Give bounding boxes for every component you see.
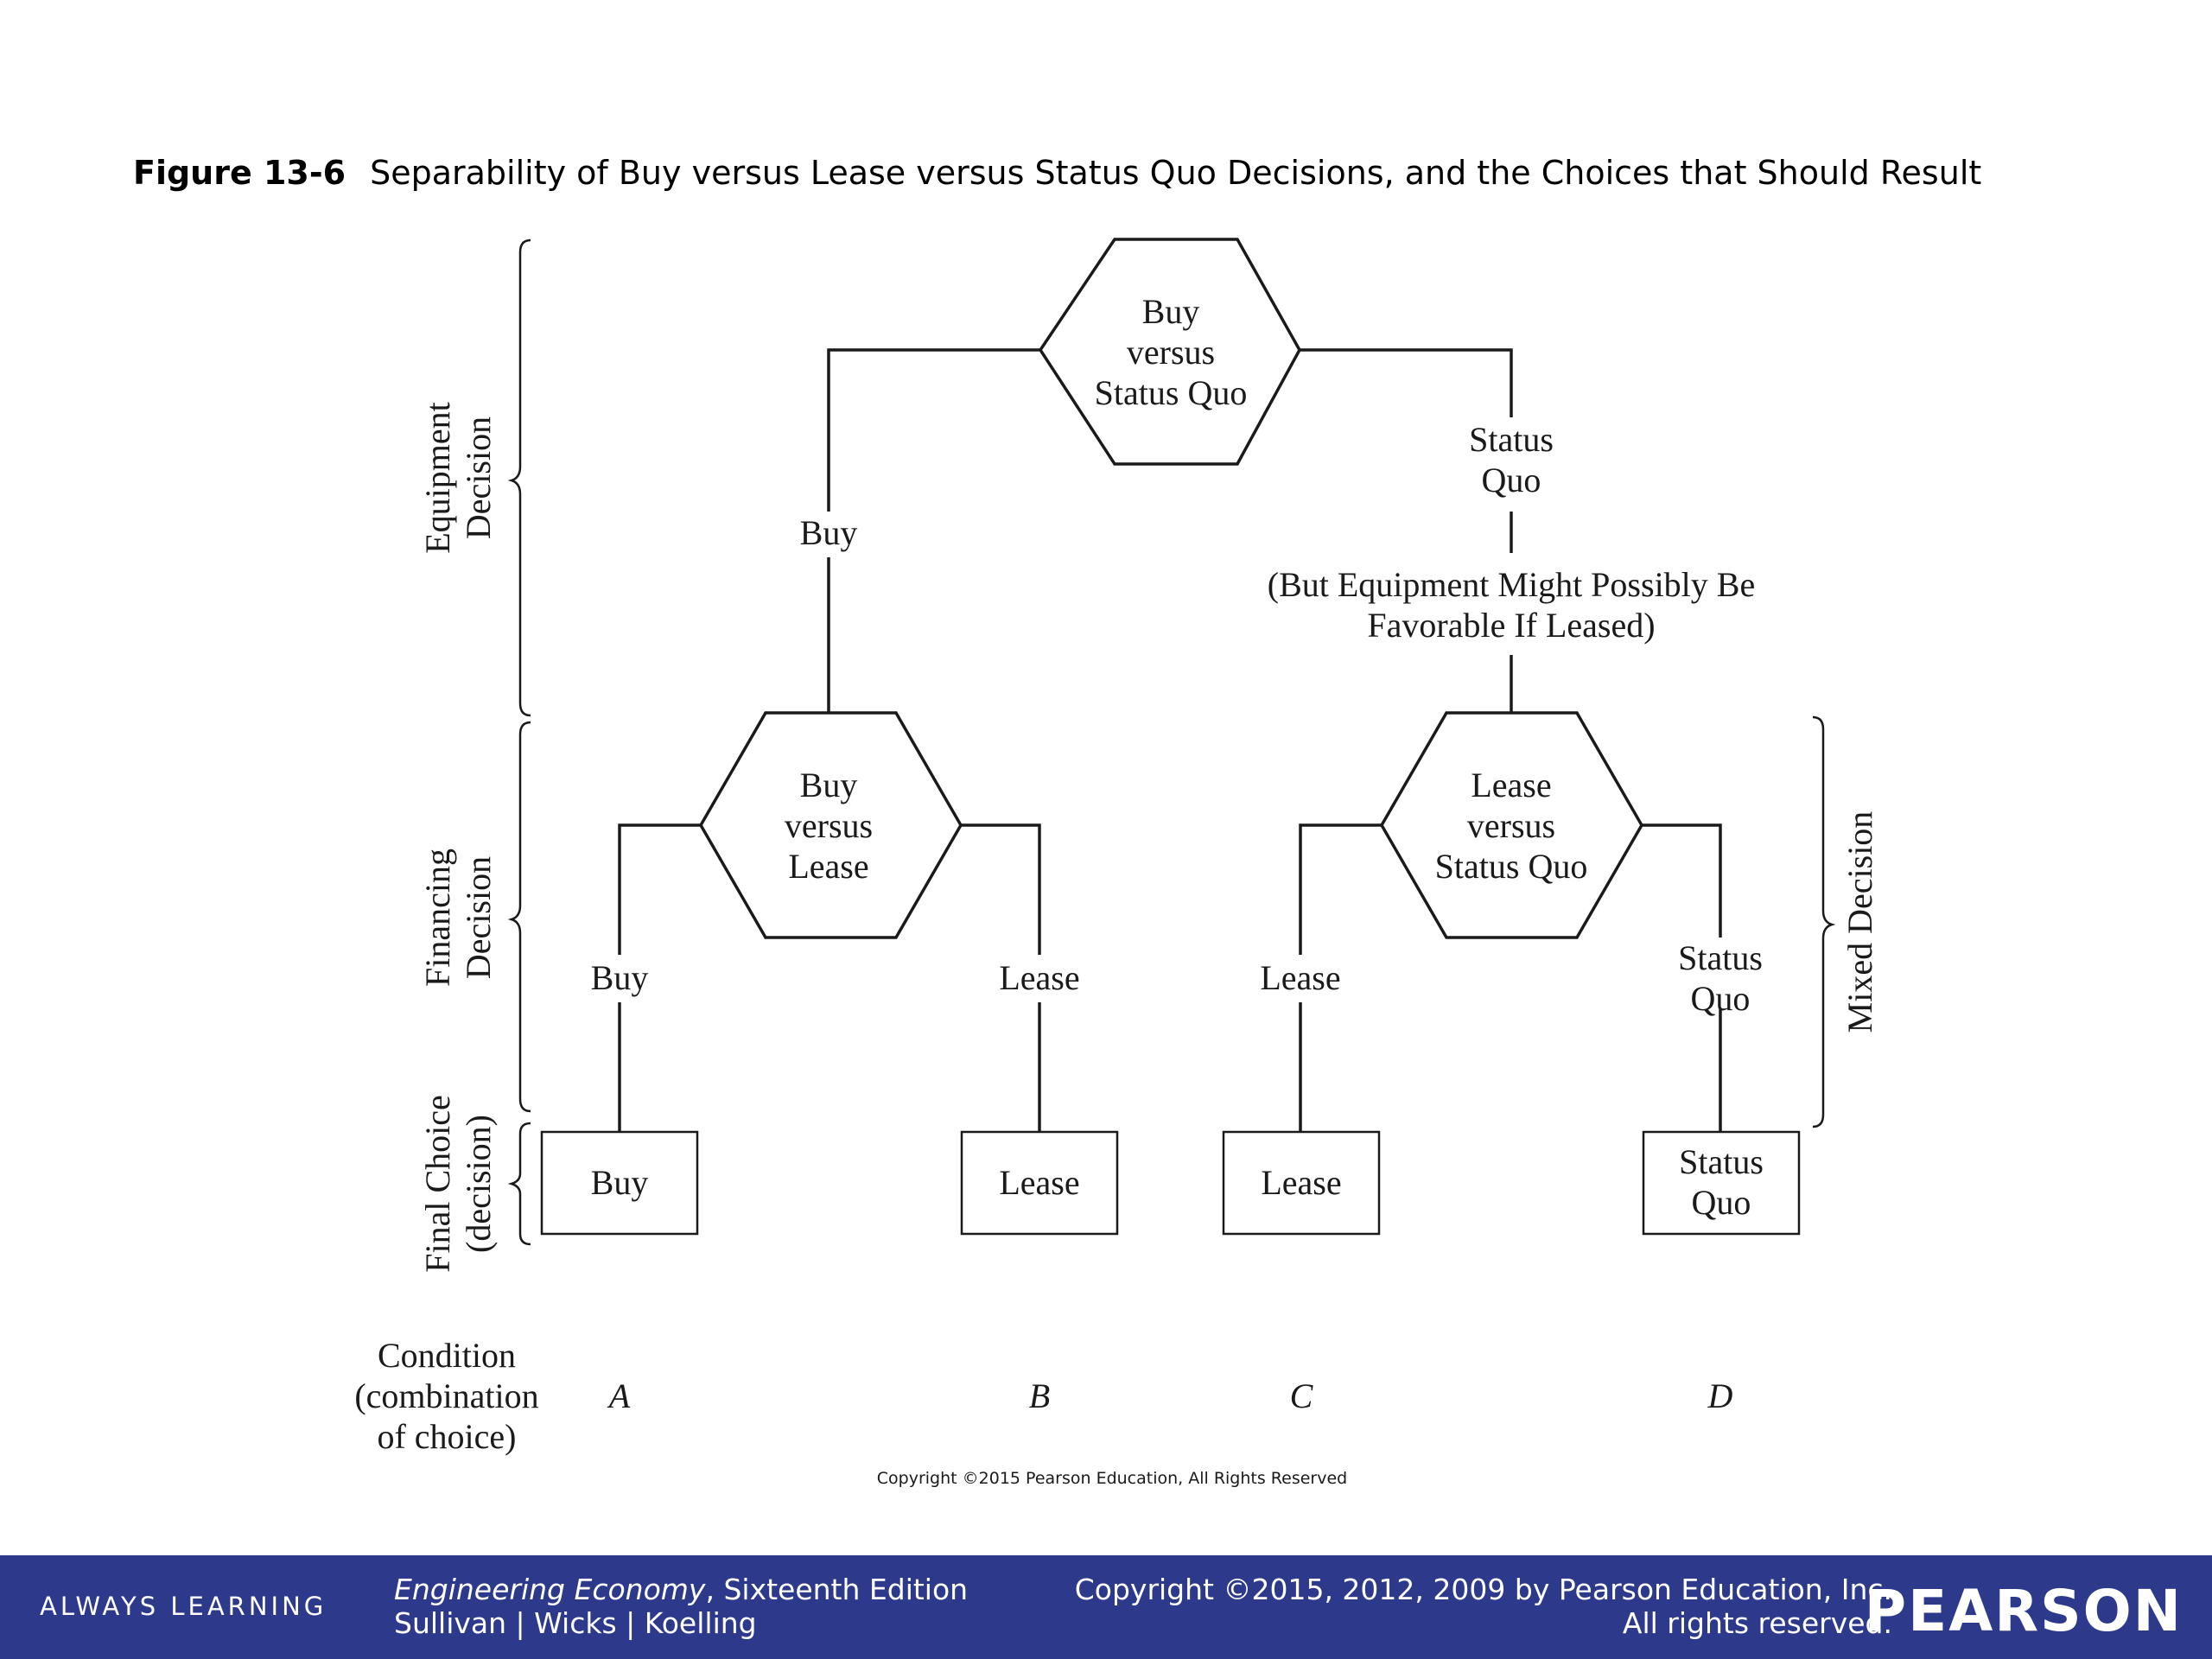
node-left-line1: Buy (800, 766, 858, 804)
label-financing-line1: Financing (418, 849, 457, 987)
label-equipment-line1: Equipment (418, 402, 457, 554)
outcome-c-label: Lease (1261, 1163, 1341, 1202)
label-mixed-text: Mixed Decision (1840, 811, 1879, 1033)
figure-label: Figure 13-6 (133, 154, 346, 192)
node-right-line2: versus (1467, 806, 1555, 845)
figure-caption: Separability of Buy versus Lease versus … (370, 154, 1982, 192)
label-final-line2: (decision) (459, 1115, 498, 1253)
branch-left-right-label: Lease (999, 958, 1079, 997)
branch-right-right-label-line1: Status (1678, 938, 1763, 977)
footer-copyright: Copyright ©2015, 2012, 2009 by Pearson E… (1075, 1573, 1892, 1640)
outcome-box-b (960, 1130, 1119, 1236)
connector-left-left (618, 823, 701, 955)
brace-mixed-decision (1812, 715, 1836, 1128)
book-info: Engineering Economy, Sixteenth Edition S… (394, 1573, 968, 1640)
branch-right-right-label-line2: Quo (1691, 979, 1751, 1018)
book-authors: Sullivan | Wicks | Koelling (394, 1606, 757, 1640)
book-edition: , Sixteenth Edition (705, 1573, 969, 1606)
footer-copyright-line2: All rights reserved. (1622, 1606, 1892, 1640)
node-top-line1: Buy (1142, 292, 1200, 331)
branch-top-right-label-line2: Quo (1482, 461, 1541, 499)
node-top-line2: versus (1127, 333, 1215, 372)
decision-tree-diagram: Buy versus Status Quo Buy versus Lease L… (354, 238, 1879, 1488)
small-copyright: Copyright ©2015 Pearson Education, All R… (877, 1469, 1347, 1488)
label-equipment-decision: Equipment Decision (418, 402, 498, 554)
condition-letter-a: A (607, 1376, 631, 1415)
node-left-line3: Lease (788, 847, 868, 886)
label-mixed-decision: Mixed Decision (1840, 811, 1879, 1033)
connector-top-left (827, 348, 1040, 512)
condition-letter-c: C (1290, 1376, 1314, 1415)
branch-top-left-label: Buy (800, 513, 858, 552)
outcome-box-d (1642, 1130, 1801, 1236)
condition-label-line1: Condition (378, 1336, 516, 1375)
label-final-choice: Final Choice (decision) (418, 1095, 498, 1273)
node-right-line3: Status Quo (1435, 847, 1588, 886)
footer-copyright-line1: Copyright ©2015, 2012, 2009 by Pearson E… (1074, 1573, 1892, 1606)
condition-letter-d: D (1707, 1376, 1733, 1415)
branch-note-line1: (But Equipment Might Possibly Be (1268, 565, 1755, 604)
figure-title: Figure 13-6 Separability of Buy versus Le… (133, 154, 1981, 192)
outcome-a-label: Buy (591, 1163, 649, 1202)
connector-right-left (1299, 823, 1382, 955)
book-title: Engineering Economy (394, 1573, 706, 1606)
node-right-line1: Lease (1471, 766, 1551, 804)
node-top-line3: Status Quo (1095, 373, 1248, 412)
label-final-line1: Final Choice (418, 1095, 457, 1273)
condition-letter-b: B (1029, 1376, 1050, 1415)
footer-bar: ALWAYS LEARNING Engineering Economy, Six… (0, 1555, 2212, 1659)
brace-final-choice (507, 1122, 531, 1246)
outcome-b-label: Lease (999, 1163, 1079, 1202)
label-financing-decision: Financing Decision (418, 849, 498, 987)
branch-note-line2: Favorable If Leased) (1367, 606, 1655, 645)
branch-top-right-label-line1: Status (1469, 420, 1554, 459)
label-financing-line2: Decision (459, 856, 498, 979)
branch-left-left-label: Buy (591, 958, 649, 997)
outcome-d-label-line2: Quo (1692, 1183, 1751, 1222)
connector-top-right (1300, 348, 1513, 417)
outcome-box-c (1222, 1130, 1381, 1236)
condition-label-line3: of choice) (377, 1417, 516, 1456)
brace-financing-decision (507, 721, 531, 1113)
condition-label-line2: (combination (354, 1376, 538, 1415)
connector-right-right (1642, 823, 1722, 938)
outcome-d-label-line1: Status (1679, 1142, 1764, 1181)
always-learning-label: ALWAYS LEARNING (40, 1592, 327, 1621)
outcome-box-a (540, 1130, 699, 1236)
brace-equipment-decision (507, 238, 531, 717)
label-equipment-line2: Decision (459, 416, 498, 539)
book-title-line: Engineering Economy, Sixteenth Edition (394, 1573, 968, 1606)
pearson-logo: PEARSON (1864, 1578, 2183, 1644)
node-left-line2: versus (785, 806, 873, 845)
branch-right-left-label: Lease (1260, 958, 1340, 997)
connector-left-right (961, 823, 1041, 955)
